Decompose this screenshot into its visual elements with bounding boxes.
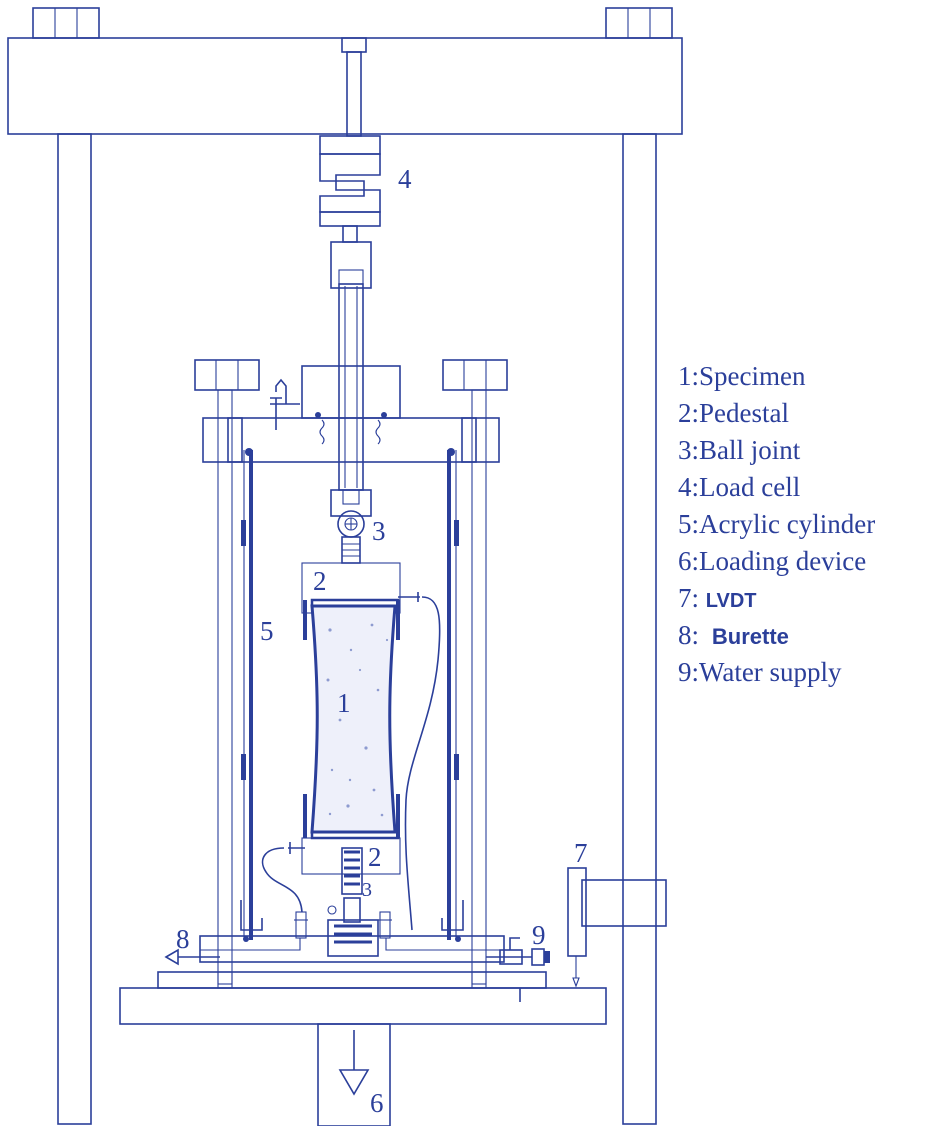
callout-8: 8: [176, 924, 190, 954]
tie-rod-right: [471, 389, 487, 985]
lvdt-clamp: [581, 879, 667, 927]
callout-2-bottom: 2: [368, 842, 382, 872]
frame-nut-right: [605, 7, 673, 39]
top-bolt-head: [341, 37, 367, 53]
loading-direction-arrow: [338, 1069, 370, 1096]
callout-5: 5: [260, 616, 274, 646]
specimen: [310, 604, 397, 834]
loading-frame: [7, 7, 683, 1125]
callout-9: 9: [532, 920, 546, 950]
specimen-body: [310, 604, 397, 834]
cell-top-cap: [194, 359, 508, 985]
acrylic-cylinder: [241, 448, 459, 940]
callout-labels: 4 3 2 5 1 2 3 8 9 7 6: [176, 164, 588, 1118]
callout-3-top: 3: [372, 516, 386, 546]
legend-item-water-supply: 9:Water supply: [678, 657, 842, 687]
lvdt: [567, 867, 667, 988]
burette-outlet: [164, 948, 220, 966]
cell-baseplate: [157, 971, 547, 989]
legend-item-burette: 8: Burette: [678, 620, 789, 650]
load-cell: [319, 135, 381, 289]
callout-6: 6: [370, 1088, 384, 1118]
cell-base: [119, 900, 607, 1025]
frame-column-right: [622, 133, 657, 1125]
tie-rod-left: [217, 389, 233, 985]
load-cell-coupler: [330, 241, 372, 289]
frame-nut-left: [32, 7, 100, 39]
legend-item-ball-joint: 3:Ball joint: [678, 435, 801, 465]
pedestal-top: [301, 562, 441, 931]
callout-4: 4: [398, 164, 412, 194]
cell-nut-left: [194, 359, 260, 391]
top-bolt-shank: [346, 51, 362, 137]
legend-item-pedestal: 2:Pedestal: [678, 398, 789, 428]
loading-platform: [119, 987, 607, 1025]
loading-piston: [338, 283, 364, 491]
callout-3-bottom: 3: [362, 879, 372, 901]
legend-item-load-cell: 4:Load cell: [678, 472, 801, 502]
legend-item-acrylic-cylinder: 5:Acrylic cylinder: [678, 509, 876, 539]
ball-joint-top: [330, 489, 372, 564]
legend-item-specimen: 1:Specimen: [678, 361, 806, 391]
water-supply-valve: [486, 937, 550, 966]
legend-item-loading-device: 6:Loading device: [678, 546, 867, 576]
component-legend: 1:Specimen 2:Pedestal 3:Ball joint 4:Loa…: [678, 358, 875, 691]
callout-1: 1: [337, 688, 351, 718]
legend-item-lvdt: 7: LVDT: [678, 583, 757, 613]
callout-2-top: 2: [313, 566, 327, 596]
pedestal-bottom: [261, 794, 401, 923]
frame-column-left: [57, 133, 92, 1125]
cell-nut-right: [442, 359, 508, 391]
callout-7: 7: [574, 838, 588, 868]
loading-device: [317, 1023, 391, 1126]
